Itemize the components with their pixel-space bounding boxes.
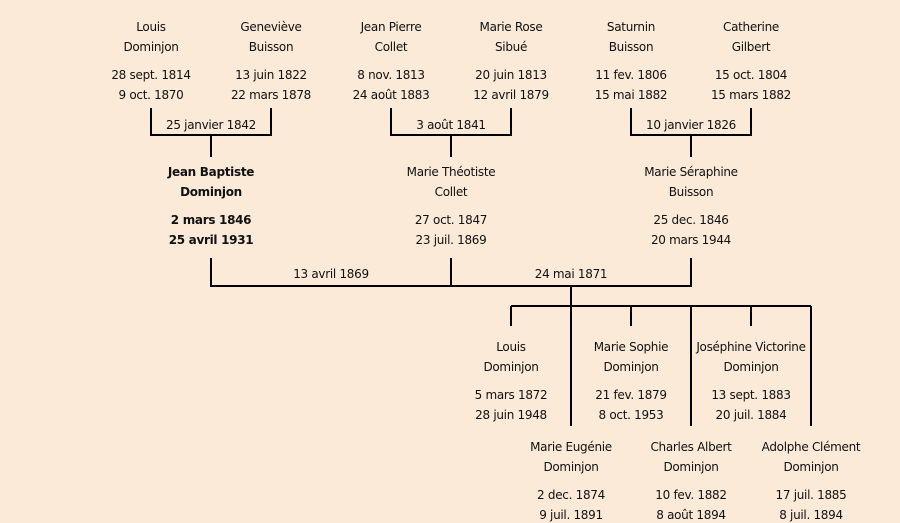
birth-date: 11 fev. 1806: [595, 68, 667, 82]
death-date: 8 août 1894: [656, 508, 726, 522]
first-name: Joséphine Victorine: [696, 340, 806, 354]
last-name: Buisson: [668, 185, 714, 199]
birth-date: 28 sept. 1814: [111, 68, 191, 82]
death-date: 9 oct. 1870: [118, 88, 184, 102]
first-name: Charles Albert: [650, 440, 732, 454]
couple-line-2: [390, 108, 512, 157]
marriage-date: 13 avril 1869: [293, 267, 369, 281]
death-date: 9 juil. 1891: [539, 508, 603, 522]
birth-date: 21 fev. 1879: [595, 388, 667, 402]
marriage-date: 10 janvier 1826: [646, 118, 736, 132]
last-name: Dominjon: [180, 185, 242, 199]
birth-date: 27 oct. 1847: [414, 213, 488, 227]
first-name: Louis: [136, 20, 166, 34]
last-name: Collet: [374, 40, 408, 54]
couple-line-3: [630, 108, 752, 157]
last-name: Dominjon: [543, 460, 599, 474]
couple-line-1: [150, 108, 272, 157]
first-name: Geneviève: [240, 20, 302, 34]
children-line: [510, 286, 812, 426]
birth-date: 25 dec. 1846: [653, 213, 729, 227]
last-name: Buisson: [608, 40, 654, 54]
parents-line: [210, 258, 692, 287]
first-name: Marie Séraphine: [644, 165, 738, 179]
first-name: Marie Rose: [479, 20, 543, 34]
death-date: 22 mars 1878: [230, 88, 312, 102]
birth-date: 5 mars 1872: [474, 388, 548, 402]
first-name: Saturnin: [606, 20, 656, 34]
last-name: Collet: [434, 185, 468, 199]
death-date: 15 mars 1882: [710, 88, 792, 102]
death-date: 28 juin 1948: [475, 408, 547, 422]
first-name: Catherine: [723, 20, 779, 34]
marriage-date: 3 août 1841: [416, 118, 486, 132]
last-name: Dominjon: [603, 360, 659, 374]
death-date: 23 juil. 1869: [415, 233, 487, 247]
death-date: 20 mars 1944: [650, 233, 732, 247]
birth-date: 13 juin 1822: [235, 68, 307, 82]
last-name: Buisson: [248, 40, 294, 54]
birth-date: 13 sept. 1883: [711, 388, 791, 402]
death-date: 8 oct. 1953: [598, 408, 664, 422]
last-name: Gilbert: [731, 40, 771, 54]
birth-date: 17 juil. 1885: [775, 488, 847, 502]
birth-date: 10 fev. 1882: [655, 488, 727, 502]
marriage-date: 24 mai 1871: [534, 267, 608, 281]
first-name: Marie Sophie: [593, 340, 669, 354]
birth-date: 20 juin 1813: [475, 68, 547, 82]
last-name: Dominjon: [663, 460, 719, 474]
last-name: Dominjon: [783, 460, 839, 474]
birth-date: 2 dec. 1874: [537, 488, 605, 502]
last-name: Sibué: [494, 40, 528, 54]
death-date: 8 juil. 1894: [779, 508, 843, 522]
first-name: Louis: [496, 340, 526, 354]
first-name: Marie Eugénie: [530, 440, 612, 454]
death-date: 12 avril 1879: [473, 88, 549, 102]
death-date: 24 août 1883: [352, 88, 430, 102]
death-date: 20 juil. 1884: [715, 408, 787, 422]
first-name: Marie Théotiste: [406, 165, 496, 179]
birth-date: 2 mars 1846: [170, 213, 252, 227]
first-name: Adolphe Clément: [761, 440, 861, 454]
last-name: Dominjon: [483, 360, 539, 374]
birth-date: 15 oct. 1804: [714, 68, 788, 82]
marriage-date: 25 janvier 1842: [166, 118, 256, 132]
death-date: 25 avril 1931: [168, 233, 254, 247]
last-name: Dominjon: [723, 360, 779, 374]
birth-date: 8 nov. 1813: [357, 68, 425, 82]
death-date: 15 mai 1882: [594, 88, 668, 102]
first-name: Jean Pierre: [360, 20, 422, 34]
last-name: Dominjon: [123, 40, 179, 54]
first-name: Jean Baptiste: [167, 165, 255, 179]
